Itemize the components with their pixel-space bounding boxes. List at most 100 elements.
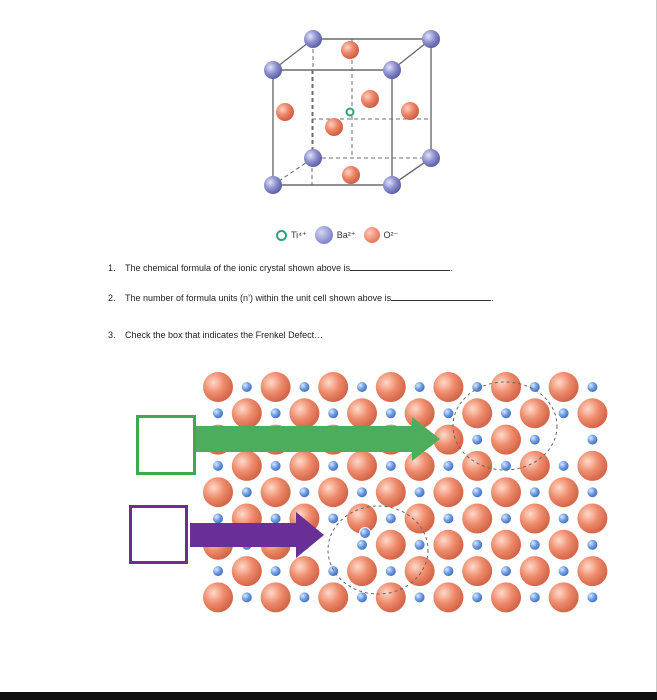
anion xyxy=(577,398,608,429)
anion xyxy=(548,582,579,613)
anion xyxy=(203,582,233,613)
anion xyxy=(318,372,349,402)
legend-ti: Ti⁴⁺ xyxy=(276,229,307,241)
cation xyxy=(442,459,455,472)
cation xyxy=(269,512,282,525)
question-end: . xyxy=(491,293,494,303)
cation xyxy=(471,486,484,499)
cation xyxy=(298,486,311,499)
question-number: 2. xyxy=(108,293,116,303)
question-text: The chemical formula of the ionic crysta… xyxy=(125,263,351,273)
cation xyxy=(327,512,340,525)
anion xyxy=(375,477,406,508)
anion xyxy=(519,450,550,481)
anion xyxy=(260,372,291,402)
cation xyxy=(442,565,455,578)
anion xyxy=(375,372,406,402)
ba-ion-swatch xyxy=(314,226,333,244)
ba-ion xyxy=(422,149,440,167)
cation xyxy=(500,459,512,472)
o-ion xyxy=(325,118,343,136)
checkbox-top[interactable] xyxy=(136,415,196,475)
anion xyxy=(375,529,406,560)
anion xyxy=(318,582,349,613)
anion xyxy=(231,398,262,429)
question-number: 3. xyxy=(108,330,116,340)
anion xyxy=(260,477,291,508)
legend-ba-label: Ba²⁺ xyxy=(336,229,356,240)
ba-ion xyxy=(383,176,401,194)
anion xyxy=(491,424,521,455)
anion xyxy=(577,450,608,481)
anion xyxy=(462,398,493,429)
cation xyxy=(327,407,340,420)
cation xyxy=(471,381,484,393)
ti-ion-swatch xyxy=(276,229,287,241)
cation xyxy=(557,407,570,420)
anion xyxy=(462,450,493,481)
ba-ion xyxy=(304,149,322,167)
o-ion xyxy=(401,102,419,120)
anion xyxy=(577,503,608,534)
vacancy-outline xyxy=(452,381,558,471)
anion xyxy=(433,424,464,455)
cation xyxy=(269,565,282,578)
answer-blank-2[interactable] xyxy=(391,300,492,301)
cation xyxy=(269,459,282,472)
cation xyxy=(384,459,397,472)
ba-ion xyxy=(304,30,322,48)
cation xyxy=(557,565,570,578)
answer-blank-1[interactable] xyxy=(350,270,451,271)
anion xyxy=(404,556,435,587)
ba-ion xyxy=(264,176,282,194)
legend-ba: Ba²⁺ xyxy=(314,226,356,244)
unit-cell-diagram xyxy=(264,30,440,194)
anion xyxy=(404,450,435,481)
anion xyxy=(519,556,550,587)
cation xyxy=(471,538,484,551)
anion xyxy=(519,398,550,429)
ion-legend: Ti⁴⁺ Ba²⁺ O²⁻ xyxy=(276,226,406,244)
question-1: 1.The chemical formula of the ionic crys… xyxy=(108,263,453,273)
cation xyxy=(356,538,368,551)
green-arrow xyxy=(193,417,440,461)
cation xyxy=(413,591,426,604)
question-text: The number of formula units (n’) within … xyxy=(125,293,392,303)
anion xyxy=(433,582,464,613)
checkbox-bottom[interactable] xyxy=(129,505,188,564)
cation xyxy=(471,591,484,604)
cation xyxy=(327,459,340,472)
cation xyxy=(298,381,311,393)
question-end: . xyxy=(450,263,453,273)
anion xyxy=(548,477,579,508)
anion xyxy=(491,529,521,560)
cation xyxy=(240,486,253,499)
question-text: Check the box that indicates the Frenkel… xyxy=(125,330,324,340)
anion xyxy=(519,503,550,534)
ti-ion xyxy=(345,107,355,117)
anion xyxy=(462,556,493,587)
cation xyxy=(212,459,224,472)
anion xyxy=(289,556,320,587)
o-ion xyxy=(341,41,359,59)
cation xyxy=(586,433,599,446)
anion xyxy=(375,582,406,613)
cation xyxy=(240,591,253,604)
o-ion xyxy=(342,166,360,184)
anion xyxy=(289,450,320,481)
question-3: 3. Check the box that indicates the Frenk… xyxy=(108,330,323,340)
cation xyxy=(212,407,224,420)
cation xyxy=(528,591,541,604)
anion xyxy=(203,372,233,402)
cation xyxy=(212,512,224,525)
cation xyxy=(500,512,512,525)
cation xyxy=(269,407,282,420)
anion xyxy=(318,477,349,508)
anion xyxy=(231,556,262,587)
cation xyxy=(413,538,426,551)
ba-ion xyxy=(264,61,282,79)
cation xyxy=(240,381,253,393)
anion xyxy=(491,477,521,508)
anion xyxy=(231,450,262,481)
cation xyxy=(298,591,311,604)
